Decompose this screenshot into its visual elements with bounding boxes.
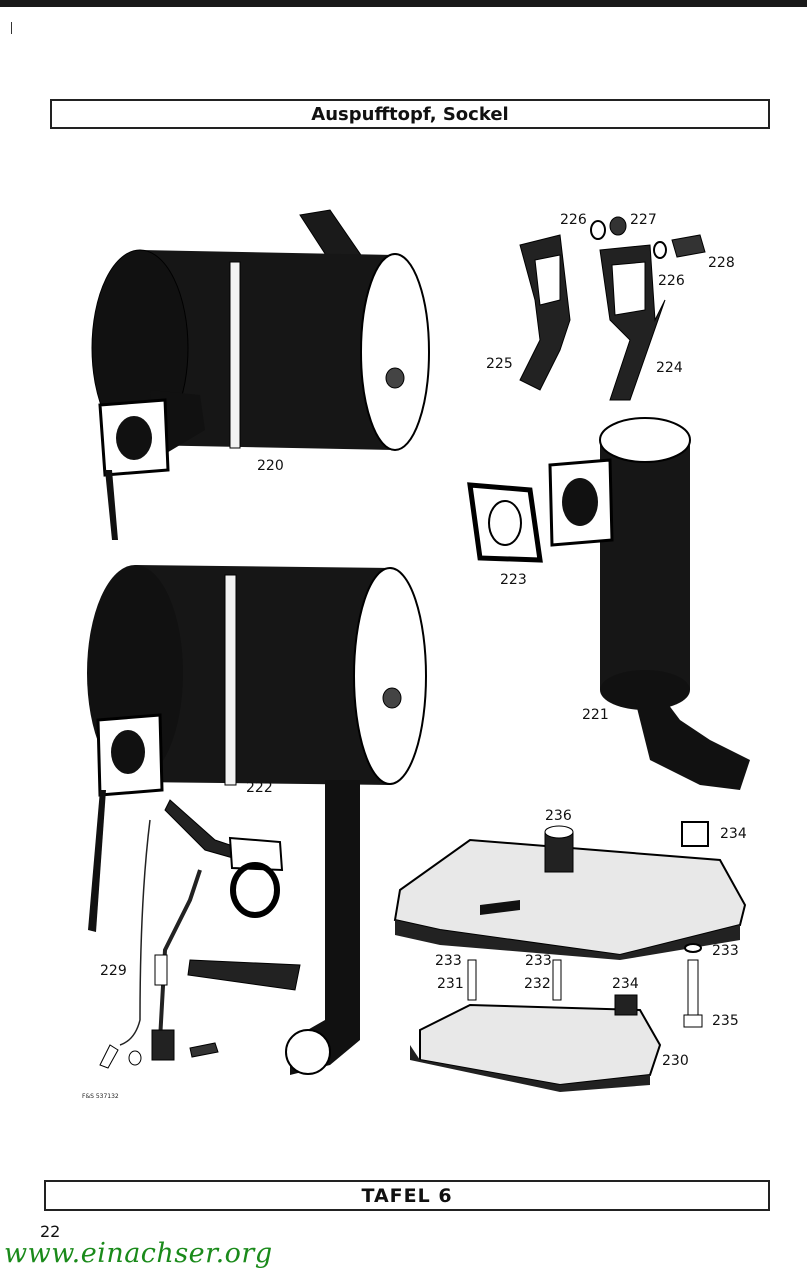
label-227: 227 bbox=[630, 212, 657, 228]
top-scan-border bbox=[0, 0, 807, 7]
page-title-text: Auspufftopf, Sockel bbox=[311, 103, 509, 125]
base-plate-236 bbox=[393, 821, 747, 960]
page-title: Auspufftopf, Sockel bbox=[50, 99, 770, 129]
label-225: 225 bbox=[486, 356, 513, 372]
label-222: 222 bbox=[246, 780, 273, 796]
label-233-middle: 233 bbox=[525, 953, 552, 969]
label-234-bottom: 234 bbox=[612, 976, 639, 992]
site-watermark[interactable]: www.einachser.org bbox=[4, 1238, 273, 1269]
label-235: 235 bbox=[712, 1013, 739, 1029]
label-236: 236 bbox=[545, 808, 572, 824]
plate-caption: TAFEL 6 bbox=[44, 1180, 770, 1211]
muffler-221 bbox=[467, 417, 750, 790]
label-231: 231 bbox=[437, 976, 464, 992]
label-232: 232 bbox=[524, 976, 551, 992]
label-233-left: 233 bbox=[435, 953, 462, 969]
plate-caption-text: TAFEL 6 bbox=[361, 1184, 453, 1207]
drawing-code: F&S 537132 bbox=[82, 1093, 119, 1100]
muffler-220 bbox=[91, 209, 430, 540]
muffler-222 bbox=[87, 565, 427, 1075]
label-229: 229 bbox=[100, 963, 127, 979]
page-number: 22 bbox=[40, 1222, 61, 1241]
throttle-cable-229 bbox=[99, 799, 301, 1069]
label-230: 230 bbox=[662, 1053, 689, 1069]
label-226-top: 226 bbox=[560, 212, 587, 228]
label-221: 221 bbox=[582, 707, 609, 723]
clamp-brackets-224-225 bbox=[519, 216, 706, 401]
scan-mark bbox=[11, 22, 12, 34]
label-233-right: 233 bbox=[712, 943, 739, 959]
base-plate-230 bbox=[410, 943, 703, 1092]
label-223: 223 bbox=[500, 572, 527, 588]
label-228: 228 bbox=[708, 255, 735, 271]
label-224: 224 bbox=[656, 360, 683, 376]
label-226-bottom: 226 bbox=[658, 273, 685, 289]
label-220: 220 bbox=[257, 458, 284, 474]
label-234-top: 234 bbox=[720, 826, 747, 842]
